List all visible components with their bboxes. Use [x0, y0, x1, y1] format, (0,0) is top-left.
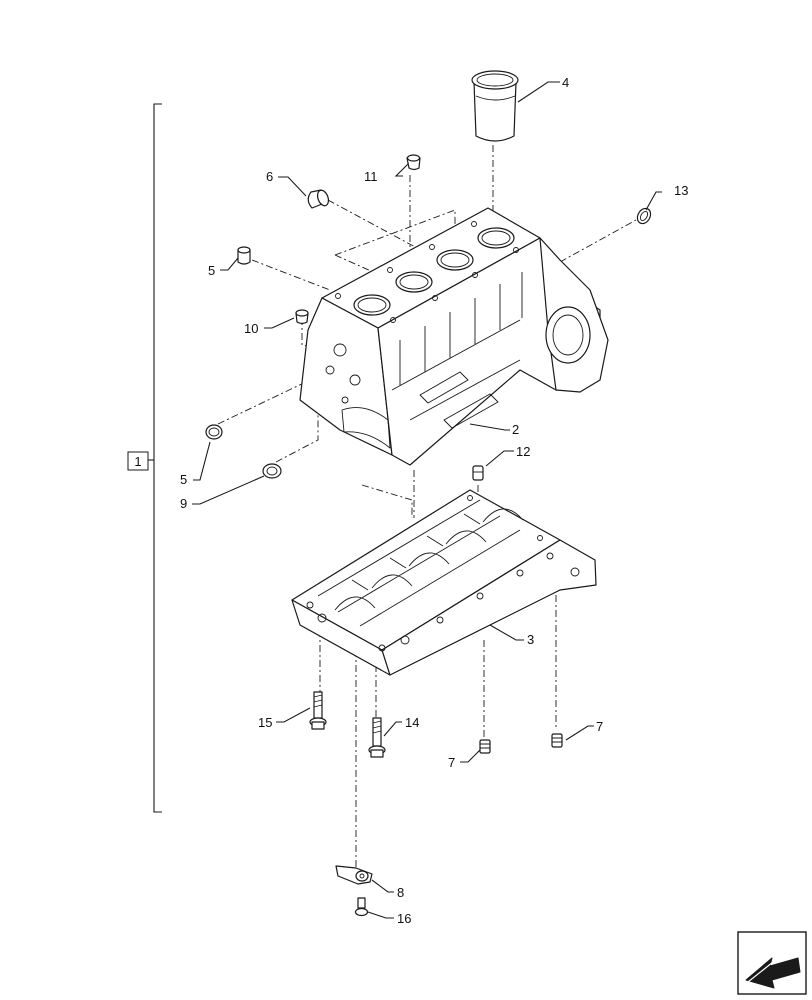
- callout-14: 14: [405, 715, 419, 730]
- callout-7-left: 7: [448, 755, 455, 770]
- callout-7-right: 7: [596, 719, 603, 734]
- bolt-16: [354, 897, 369, 917]
- callout-9: 9: [180, 496, 187, 511]
- callout-16: 16: [397, 911, 411, 926]
- leader-lines: [192, 81, 662, 919]
- plug-11: [406, 154, 421, 171]
- cylinder-block: [299, 207, 609, 466]
- bracket-8: [335, 865, 373, 885]
- cylinder-liner: [471, 70, 519, 142]
- callout-11: 11: [364, 169, 378, 184]
- plug-6: [307, 189, 330, 209]
- bolt-15: [309, 691, 327, 730]
- plug-7-left: [479, 739, 491, 754]
- callout-8: 8: [397, 885, 404, 900]
- plug-5-upper: [237, 246, 251, 265]
- callout-4: 4: [562, 75, 569, 90]
- callout-13: 13: [674, 183, 688, 198]
- seal-9: [262, 463, 282, 479]
- callout-6: 6: [266, 169, 273, 184]
- plug-13: [636, 207, 652, 225]
- seal-5-lower: [205, 424, 223, 440]
- crankcase-ladder: [291, 489, 597, 676]
- bolt-14: [368, 717, 386, 758]
- group-bracket: 1: [127, 103, 162, 813]
- callout-2: 2: [512, 422, 519, 437]
- next-page-arrow-icon[interactable]: [737, 931, 807, 995]
- callouts: 4 11 6 13 5 10 2 5 9 12 3 15 14 7 7 8 16: [180, 75, 688, 926]
- plug-7-right: [551, 733, 563, 748]
- callout-15: 15: [258, 715, 272, 730]
- callout-12: 12: [516, 444, 530, 459]
- plug-10: [295, 309, 309, 325]
- group-label: 1: [134, 454, 141, 469]
- pin-12: [472, 465, 484, 481]
- callout-5-upper: 5: [208, 263, 215, 278]
- callout-10: 10: [244, 321, 258, 336]
- callout-5-lower: 5: [180, 472, 187, 487]
- callout-3: 3: [527, 632, 534, 647]
